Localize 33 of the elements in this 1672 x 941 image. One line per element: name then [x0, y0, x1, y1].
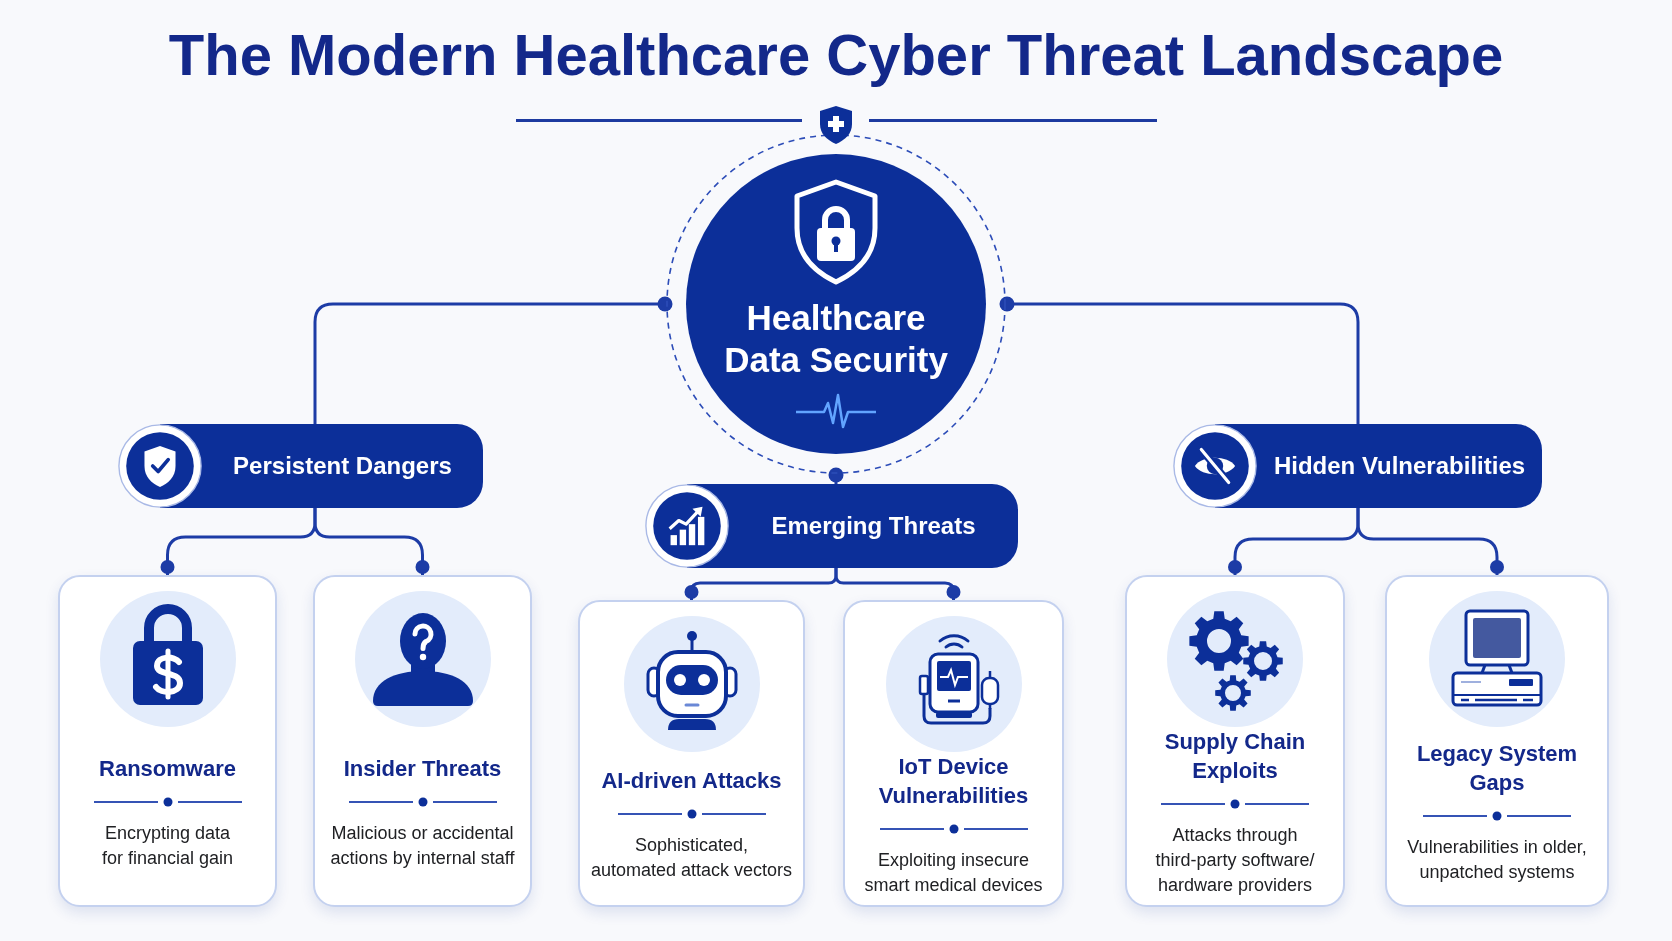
- category-pill: [645, 484, 1018, 568]
- card-description: Exploiting insecure smart medical devices: [863, 849, 1044, 897]
- threat-card: [313, 575, 532, 907]
- threat-card: [1385, 575, 1609, 907]
- category-label: Hidden Vulnerabilities: [1273, 451, 1526, 481]
- category-label: Persistent Dangers: [233, 451, 452, 481]
- threat-card: [1125, 575, 1345, 907]
- card-description: Sophisticated, automated attack vectors: [589, 834, 794, 882]
- card-title: AI-driven Attacks: [601, 767, 782, 795]
- category-pill: [1173, 424, 1542, 508]
- threat-card: [58, 575, 277, 907]
- category-pill: [118, 424, 483, 508]
- category-label: Emerging Threats: [771, 511, 976, 541]
- connector: [1356, 508, 1504, 575]
- hub-circle: [665, 133, 1007, 475]
- connector: [313, 296, 673, 424]
- hub-label: Healthcare Data Security: [723, 297, 949, 381]
- card-description: Vulnerabilities in older, unpatched systems: [1406, 836, 1588, 884]
- card-title: Ransomware: [99, 754, 236, 783]
- connector: [834, 568, 961, 600]
- card-description: Malicious or accidental actions by internal staff: [329, 821, 516, 870]
- card-title: IoT Device Vulnerabilities: [877, 753, 1030, 810]
- page-title: The Modern Healthcare Cyber Threat Landscape: [167, 22, 1505, 88]
- connector: [828, 467, 844, 484]
- card-description: Attacks through third-party software/ hardware providers: [1154, 824, 1316, 897]
- card-description: Encrypting data for financial gain: [100, 821, 235, 870]
- threat-card: [843, 600, 1064, 907]
- card-title: Supply Chain Exploits: [1163, 728, 1307, 785]
- card-title: Insider Threats: [343, 754, 502, 783]
- connector: [313, 508, 430, 575]
- card-title: Legacy System Gaps: [1415, 740, 1579, 797]
- threat-card: [578, 600, 805, 907]
- connector: [999, 296, 1360, 424]
